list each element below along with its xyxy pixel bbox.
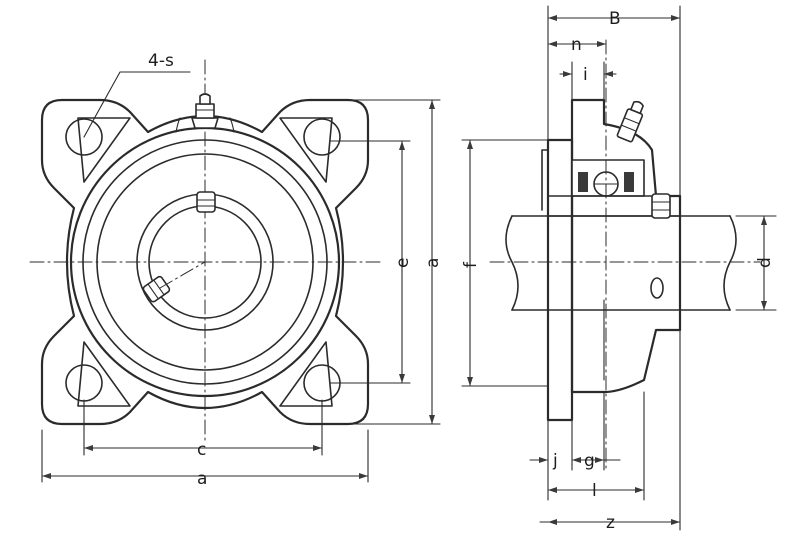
mount-hole-leader [83,71,191,138]
set-screw-top-icon [196,191,216,213]
label-j: j [552,451,558,471]
lobe-top-right [279,117,333,183]
inner-ring-extension [547,195,681,217]
front-view: 4-s e a c a [29,51,443,489]
collar-screw-icon [651,193,671,219]
label-g: g [584,451,595,471]
label-f: f [461,261,481,268]
housing-boss [570,98,682,394]
bolt-hole-bottom-left [65,364,103,402]
lock-marker-icon [650,277,664,299]
lobe-bottom-left [77,341,131,407]
label-mount-holes: 4-s [148,51,174,71]
bolt-hole-top-left [65,118,103,156]
shaft-break-right [723,215,737,311]
grease-nipple-icon [175,93,235,133]
lobe-top-left [77,117,131,183]
side-view: B n i f d j [461,5,777,533]
label-c: c [197,440,206,460]
bearing-outer-ring [96,153,314,371]
label-n: n [571,35,582,55]
flange-outline [40,98,370,426]
label-a-horizontal: a [197,469,207,489]
lobe-bottom-right [279,341,333,407]
set-screw-angled-icon [142,275,171,303]
label-d: d [755,257,775,268]
housing-ring [82,139,328,385]
bolt-hole-top-right [303,118,341,156]
label-e: e [393,258,413,268]
flange-side [546,138,574,422]
grease-nipple-side-icon [616,100,644,143]
label-a-vertical: a [423,258,443,268]
label-z: z [606,513,615,533]
label-B: B [609,9,621,29]
label-l: l [592,481,597,501]
label-i: i [583,65,588,85]
shaft-break-left [505,215,519,311]
